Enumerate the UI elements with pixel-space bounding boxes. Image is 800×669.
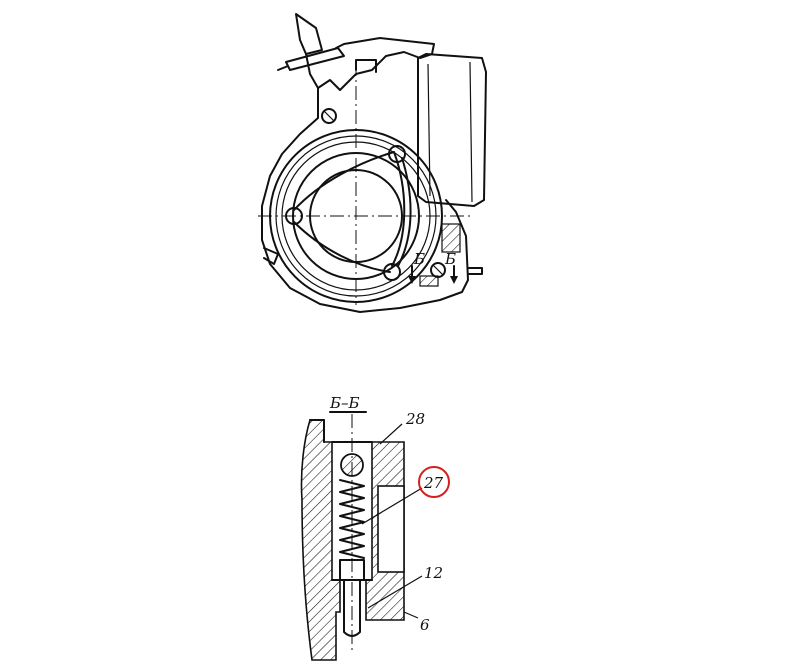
callout-12: 12 xyxy=(424,564,443,582)
outer-ring xyxy=(269,129,443,303)
side-housing xyxy=(417,53,487,207)
upper-bracket xyxy=(305,37,435,91)
body-left-hatched xyxy=(300,419,341,661)
clamp-pin-top xyxy=(388,145,406,163)
clamp-pin-bottom xyxy=(383,263,401,281)
left-lug xyxy=(263,247,279,265)
callout-27: 27 xyxy=(423,474,444,492)
section-marker-right: Б xyxy=(444,250,458,284)
section-marker-left: Б xyxy=(408,250,425,284)
leader-12 xyxy=(367,575,423,609)
section-title: Б–Б xyxy=(329,394,360,412)
clamp-arm xyxy=(293,151,412,273)
screw-head-upper xyxy=(321,108,337,124)
leader-28 xyxy=(379,423,403,445)
top-assembly-view: Б Б xyxy=(258,13,487,313)
side-housing-inner xyxy=(427,61,473,203)
highlight-circle-27 xyxy=(418,466,450,498)
latch-mechanism xyxy=(419,223,483,287)
callout-6: 6 xyxy=(420,616,430,634)
housing-cap xyxy=(309,419,325,443)
screw-slot-upper xyxy=(323,110,335,122)
side-slot xyxy=(377,485,405,573)
latch-screw xyxy=(430,262,446,278)
compression-spring xyxy=(339,479,365,559)
clamp-pin-left xyxy=(285,207,303,225)
ring-2 xyxy=(275,135,437,297)
leader-27 xyxy=(361,487,423,525)
section-view: Б–Б 28 27 12 6 xyxy=(300,394,450,661)
svg-text:Б: Б xyxy=(444,250,456,268)
leader-6 xyxy=(403,611,419,619)
detent-ball xyxy=(340,453,364,477)
plunger-pin xyxy=(339,559,365,637)
ring-4 xyxy=(292,152,420,280)
housing-outline xyxy=(261,87,469,313)
callout-28: 28 xyxy=(405,410,425,428)
bore-outline xyxy=(331,441,373,581)
ring-3 xyxy=(281,141,431,291)
bracket-boss xyxy=(355,59,377,73)
svg-text:Б: Б xyxy=(413,250,425,268)
upper-lever xyxy=(277,13,345,71)
